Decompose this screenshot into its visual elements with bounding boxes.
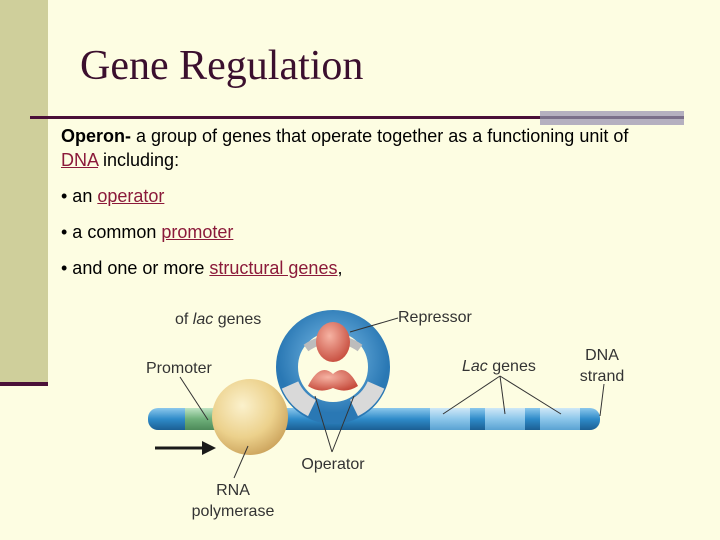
bullet-text: • an xyxy=(61,186,98,206)
bullet-text: • and one or more xyxy=(61,258,210,278)
dna-link[interactable]: DNA xyxy=(61,150,99,170)
slide-body: Operon- a group of genes that operate to… xyxy=(61,124,661,280)
bullet-text: • a common xyxy=(61,222,162,242)
rna-polymerase-shape xyxy=(212,379,288,455)
title-rule-accent-line xyxy=(540,116,684,119)
bullet-structural-genes: • and one or more structural genes, xyxy=(61,256,661,280)
bullet-suffix: , xyxy=(337,258,343,278)
label-promoter: Promoter xyxy=(146,360,212,377)
operator-link[interactable]: operator xyxy=(97,186,165,206)
operon-definition: Operon- a group of genes that operate to… xyxy=(61,124,661,172)
bullet-operator: • an operator xyxy=(61,184,661,208)
slide-title: Gene Regulation xyxy=(80,43,364,89)
promoter-link[interactable]: promoter xyxy=(161,222,234,242)
sidebar-rule xyxy=(0,382,48,386)
structural-genes-link[interactable]: structural genes xyxy=(209,258,338,278)
label-operator: Operator xyxy=(301,456,365,473)
label-of-lac-genes: of lac genes xyxy=(175,311,261,328)
repressor-core xyxy=(316,322,350,362)
label-polymerase: polymerase xyxy=(192,503,275,520)
definition-text: a group of genes that operate together a… xyxy=(131,126,629,146)
repressor-subunit xyxy=(349,380,385,417)
lac-gene-segment xyxy=(540,408,580,430)
repressor-subunit xyxy=(281,380,317,417)
lac-gene-segment xyxy=(485,408,525,430)
transcription-arrowhead xyxy=(202,441,216,455)
repressor-ring xyxy=(276,310,390,424)
term-operon: Operon- xyxy=(61,126,131,146)
lac-gene-segment xyxy=(430,408,470,430)
label-strand: strand xyxy=(580,368,624,385)
bullet-promoter: • a common promoter xyxy=(61,220,661,244)
repressor-core xyxy=(308,370,358,391)
title-rule xyxy=(30,116,680,119)
definition-text-end: including: xyxy=(98,150,180,170)
label-dna: DNA xyxy=(585,347,619,364)
label-lac-genes: Lac genes xyxy=(462,358,536,375)
label-repressor: Repressor xyxy=(398,309,472,326)
label-rna: RNA xyxy=(216,482,250,499)
decorative-sidebar xyxy=(0,0,48,382)
lac-operon-diagram: of lac genes Repressor Promoter Lac gene… xyxy=(146,309,624,520)
